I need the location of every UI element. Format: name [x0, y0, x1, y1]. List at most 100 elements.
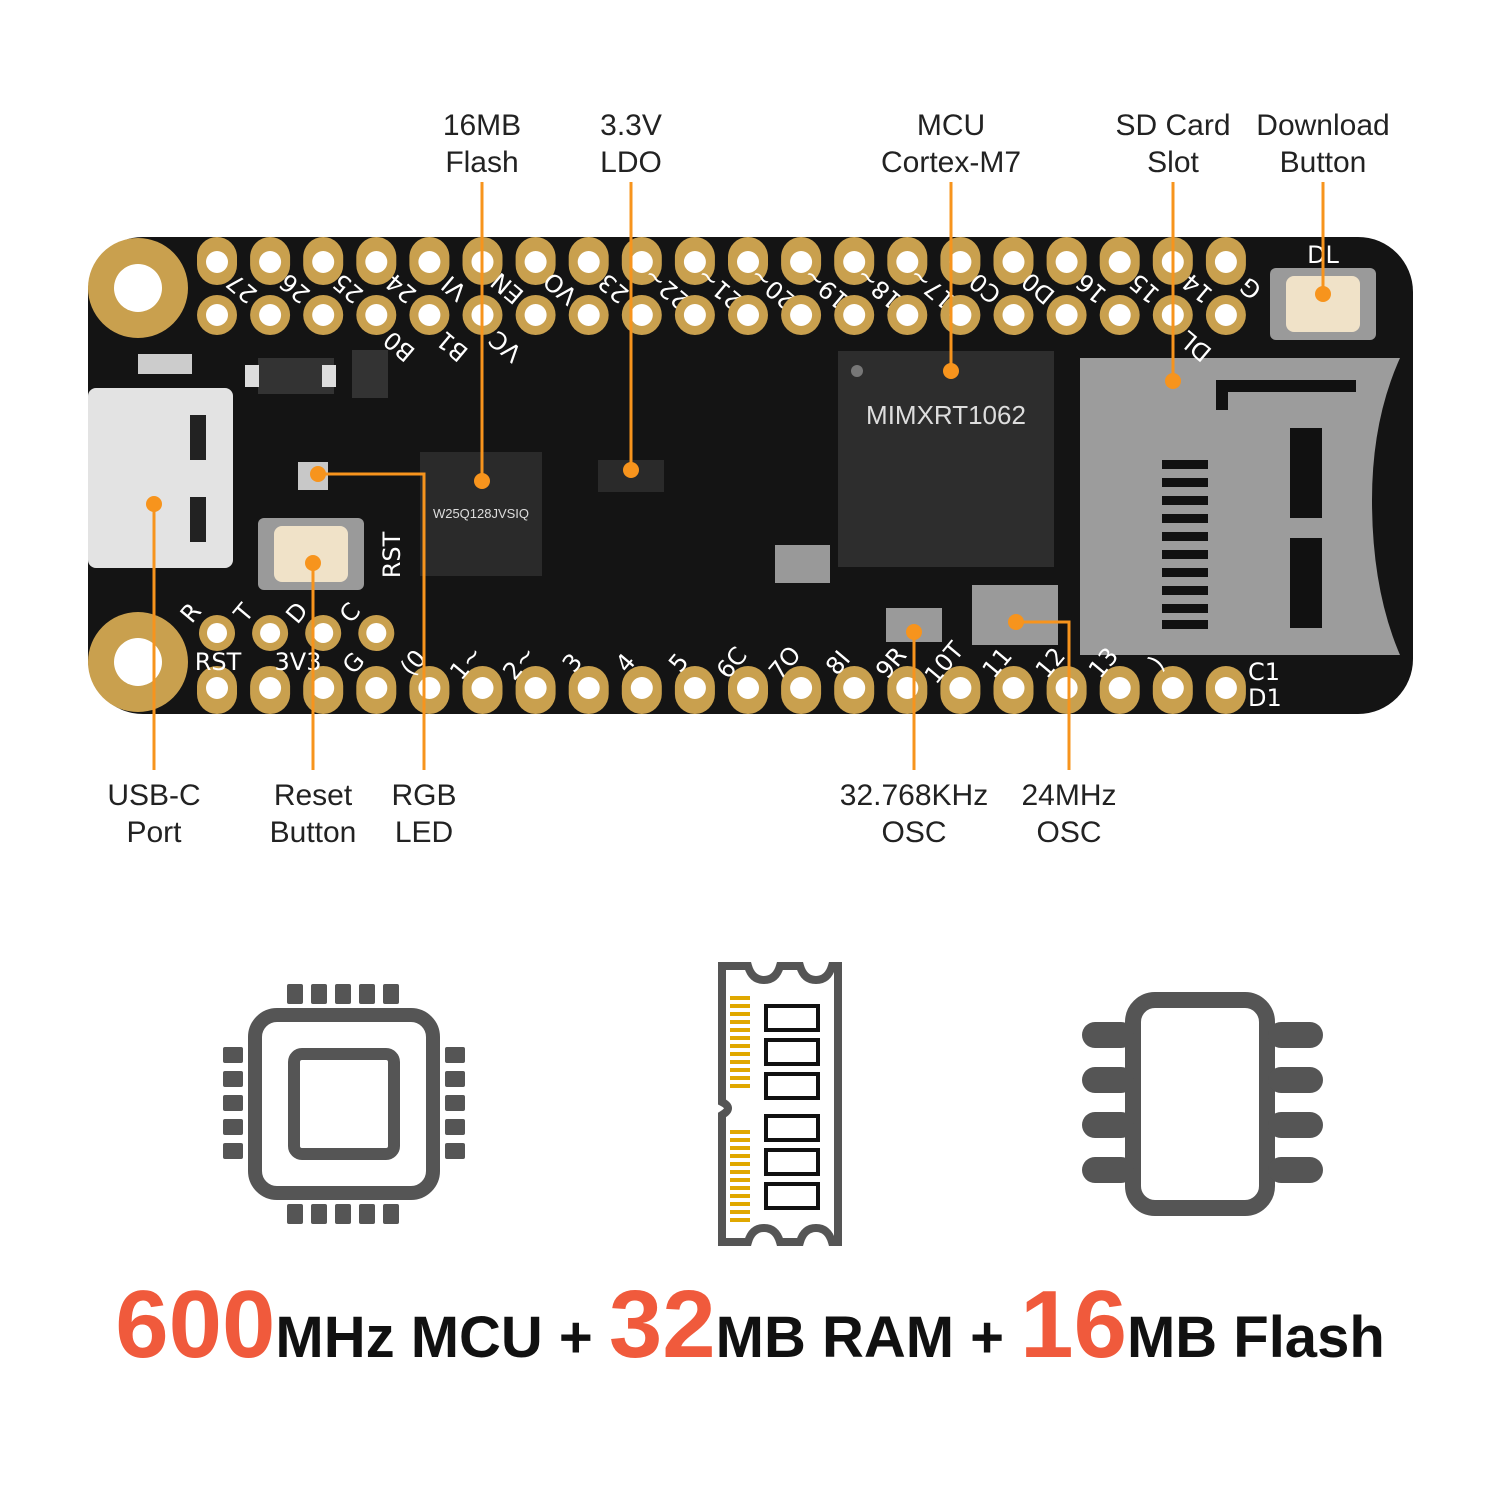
callout-dot-osc-32k [906, 624, 922, 640]
pin-hole [365, 304, 388, 326]
callout-label-osc-32k: 32.768KHz [840, 779, 988, 812]
callout-line-osc-24m [1016, 620, 1071, 770]
cpu-speed-value: 600 [115, 1271, 276, 1378]
callout-label-download: Download [1256, 109, 1389, 142]
ram-contact [730, 1060, 750, 1064]
pin-hole [259, 304, 282, 326]
ram-chip [764, 1072, 820, 1100]
pin-hole [1108, 677, 1131, 699]
ram-contact [730, 1044, 750, 1048]
flash-leg [1268, 1067, 1323, 1093]
pin-hole [313, 623, 334, 643]
pin-hole [206, 677, 228, 699]
ram-contact [730, 1170, 750, 1174]
ram-contact [730, 1084, 750, 1088]
callout-dot-mcu [943, 363, 959, 379]
pin-hole [683, 677, 706, 699]
ram-contact [730, 1186, 750, 1190]
pin-label: D1 [1248, 684, 1282, 712]
callout-label-sd-slot: SD Card [1115, 109, 1230, 142]
ram-contact [730, 1004, 750, 1008]
headline: 600MHz MCU + 32MB RAM + 16MB Flash [0, 1270, 1500, 1380]
pin-hole [1214, 304, 1237, 326]
cpu-pin [223, 1071, 243, 1087]
cpu-pin [445, 1071, 465, 1087]
pin-hole [524, 677, 547, 699]
ram-contact [730, 1020, 750, 1024]
flash-size-value: 16 [1020, 1271, 1127, 1378]
ram-contact [730, 1178, 750, 1182]
pin-hole [896, 304, 919, 326]
pin-hole [259, 251, 282, 273]
cpu-pin [359, 1204, 375, 1224]
sd-card-slot [1080, 358, 1400, 655]
ram-chip [764, 1038, 820, 1066]
pin-hole [949, 251, 972, 273]
callout-label-flash: Flash [445, 146, 518, 179]
flash-size-text: MB Flash [1126, 1305, 1385, 1370]
pin-hole [790, 251, 813, 273]
pin-hole [1108, 304, 1131, 326]
mcu-chip [838, 351, 1054, 567]
pin-hole [312, 677, 335, 699]
flash-leg [1082, 1067, 1134, 1093]
pin-hole [949, 677, 972, 699]
cpu-pin [383, 984, 399, 1004]
callout-label-usb-c: USB-C [107, 779, 200, 812]
pin-hole [259, 677, 282, 699]
pin-hole [683, 251, 706, 273]
pin-hole [790, 304, 813, 326]
pin-hole [577, 677, 600, 699]
flash-leg [1268, 1112, 1323, 1138]
ram-icon [718, 962, 842, 1246]
pin-hole [737, 251, 759, 273]
pin-hole [1002, 677, 1025, 699]
ram-chip [764, 1182, 820, 1210]
callout-dot-ldo [623, 462, 639, 478]
pin-hole [737, 304, 759, 326]
callout-label-osc-24m: OSC [1036, 816, 1101, 849]
callout-label-mcu: Cortex-M7 [881, 146, 1021, 179]
flash-leg [1268, 1022, 1323, 1048]
callout-label-ldo: LDO [600, 146, 662, 179]
pin-label: RST [195, 648, 242, 676]
ram-contact [730, 1146, 750, 1150]
ram-chip [764, 1148, 820, 1176]
ram-contact [730, 1194, 750, 1198]
ram-contact [730, 1210, 750, 1214]
callout-label-reset: Reset [274, 779, 353, 812]
cpu-pin [335, 984, 351, 1004]
ram-contact [730, 1076, 750, 1080]
callout-dot-reset [305, 555, 321, 571]
ram-contact [730, 1202, 750, 1206]
callout-dot-flash [474, 473, 490, 489]
ram-chip [764, 1114, 820, 1142]
pin-hole [1214, 677, 1237, 699]
pin-hole [312, 251, 335, 273]
pin-hole [418, 251, 441, 273]
pin-hole [683, 304, 706, 326]
callout-dot-download [1315, 286, 1331, 302]
callout-label-download: Button [1280, 146, 1367, 179]
ram-contact [730, 1162, 750, 1166]
mcu-marking: MIMXRT1062 [866, 400, 1026, 430]
pin-hole [630, 304, 653, 326]
flash-leg [1082, 1157, 1134, 1183]
callout-label-mcu: MCU [917, 109, 985, 142]
pin-hole [260, 623, 281, 643]
callout-dot-sd-slot [1165, 373, 1181, 389]
cpu-pin [383, 1204, 399, 1224]
callout-label-osc-24m: 24MHz [1021, 779, 1116, 812]
pin-hole [737, 677, 759, 699]
callout-dot-usb-c [146, 496, 162, 512]
pin-hole [206, 251, 228, 273]
cpu-pin [287, 984, 303, 1004]
ram-size-value: 32 [608, 1271, 716, 1378]
cpu-pin [445, 1047, 465, 1063]
callout-label-osc-32k: OSC [881, 816, 946, 849]
flash-leg [1082, 1022, 1134, 1048]
cpu-speed-text: MHz MCU + [275, 1305, 609, 1370]
pin-label: C1 [1248, 658, 1280, 686]
cpu-pin [223, 1143, 243, 1159]
